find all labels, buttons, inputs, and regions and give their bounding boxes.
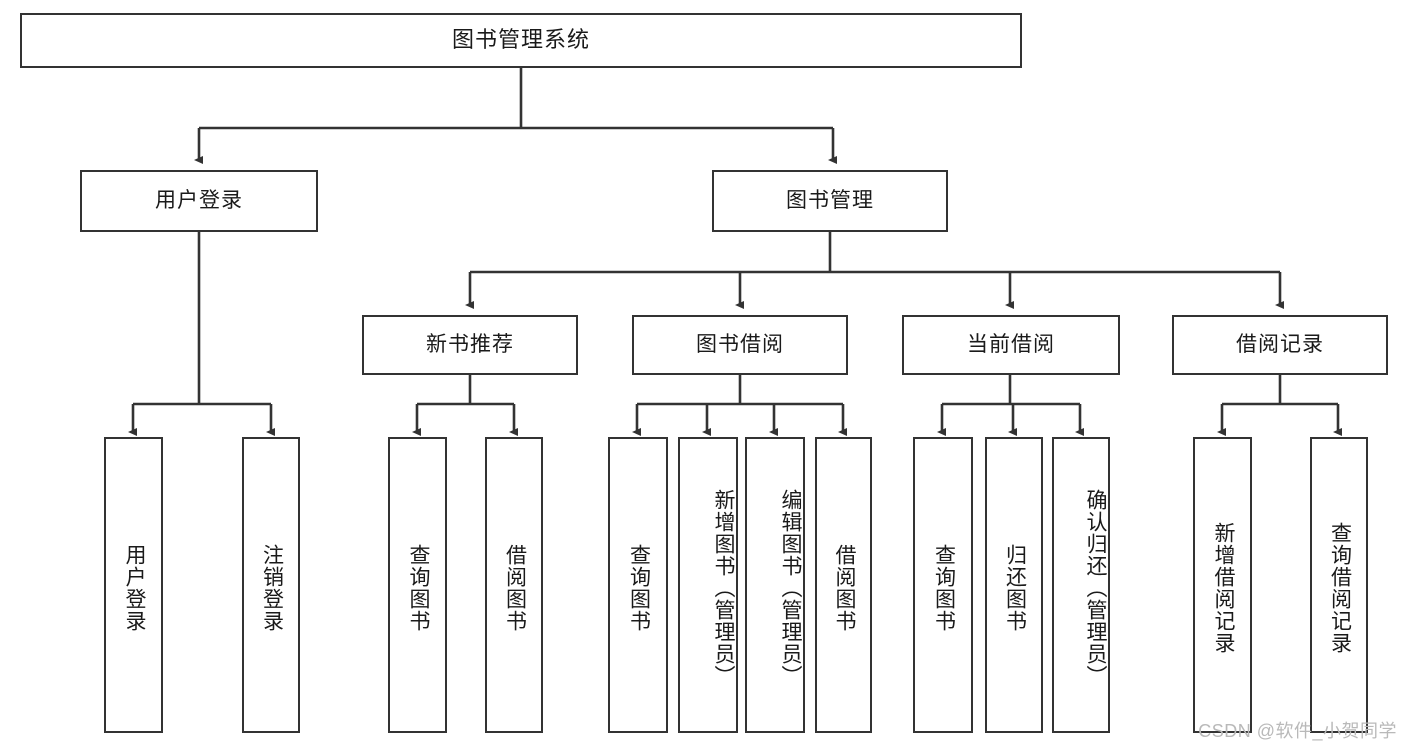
leaf-add-record-label: 新增借阅记录: [1211, 522, 1235, 654]
node-new-book-rec[interactable]: 新书推荐: [362, 315, 578, 375]
leaf-query-book-2-label: 查询图书: [627, 544, 651, 632]
node-book-manage[interactable]: 图书管理: [712, 170, 948, 232]
leaf-query-book-3[interactable]: 查询图书: [913, 437, 973, 733]
leaf-confirm-return-label: 确认归还（管理员）: [1084, 489, 1107, 687]
leaf-user-logout[interactable]: 注销登录: [242, 437, 300, 733]
leaf-add-book-label: 新增图书（管理员）: [712, 489, 735, 687]
leaf-user-login-label: 用户登录: [122, 544, 146, 632]
leaf-query-record[interactable]: 查询借阅记录: [1310, 437, 1368, 733]
node-book-manage-label: 图书管理: [786, 188, 874, 212]
node-book-borrow[interactable]: 图书借阅: [632, 315, 848, 375]
node-borrow-record-label: 借阅记录: [1236, 332, 1324, 356]
node-current-borrow-label: 当前借阅: [967, 332, 1055, 356]
node-root-label: 图书管理系统: [451, 27, 590, 53]
leaf-confirm-return[interactable]: 确认归还（管理员）: [1052, 437, 1110, 733]
leaf-query-book-1-label: 查询图书: [406, 544, 430, 632]
leaf-borrow-book-1-label: 借阅图书: [503, 544, 527, 632]
node-user-login-label: 用户登录: [155, 188, 243, 212]
leaf-edit-book[interactable]: 编辑图书（管理员）: [745, 437, 805, 733]
leaf-return-book[interactable]: 归还图书: [985, 437, 1043, 733]
leaf-borrow-book-2[interactable]: 借阅图书: [815, 437, 872, 733]
node-root[interactable]: 图书管理系统: [20, 13, 1022, 68]
leaf-query-record-label: 查询借阅记录: [1328, 522, 1352, 654]
node-user-login[interactable]: 用户登录: [80, 170, 318, 232]
leaf-user-logout-label: 注销登录: [260, 544, 284, 632]
leaf-return-book-label: 归还图书: [1003, 544, 1027, 632]
leaf-query-book-1[interactable]: 查询图书: [388, 437, 447, 733]
leaf-edit-book-label: 编辑图书（管理员）: [779, 489, 802, 687]
leaf-query-book-3-label: 查询图书: [932, 544, 956, 632]
node-current-borrow[interactable]: 当前借阅: [902, 315, 1120, 375]
leaf-add-book[interactable]: 新增图书（管理员）: [678, 437, 738, 733]
leaf-add-record[interactable]: 新增借阅记录: [1193, 437, 1252, 733]
node-new-book-rec-label: 新书推荐: [426, 332, 514, 356]
leaf-user-login[interactable]: 用户登录: [104, 437, 163, 733]
node-book-borrow-label: 图书借阅: [696, 332, 784, 356]
watermark: CSDN @软件_小贺同学: [1198, 721, 1397, 741]
leaf-borrow-book-2-label: 借阅图书: [832, 544, 856, 632]
leaf-query-book-2[interactable]: 查询图书: [608, 437, 668, 733]
leaf-borrow-book-1[interactable]: 借阅图书: [485, 437, 543, 733]
node-borrow-record[interactable]: 借阅记录: [1172, 315, 1388, 375]
